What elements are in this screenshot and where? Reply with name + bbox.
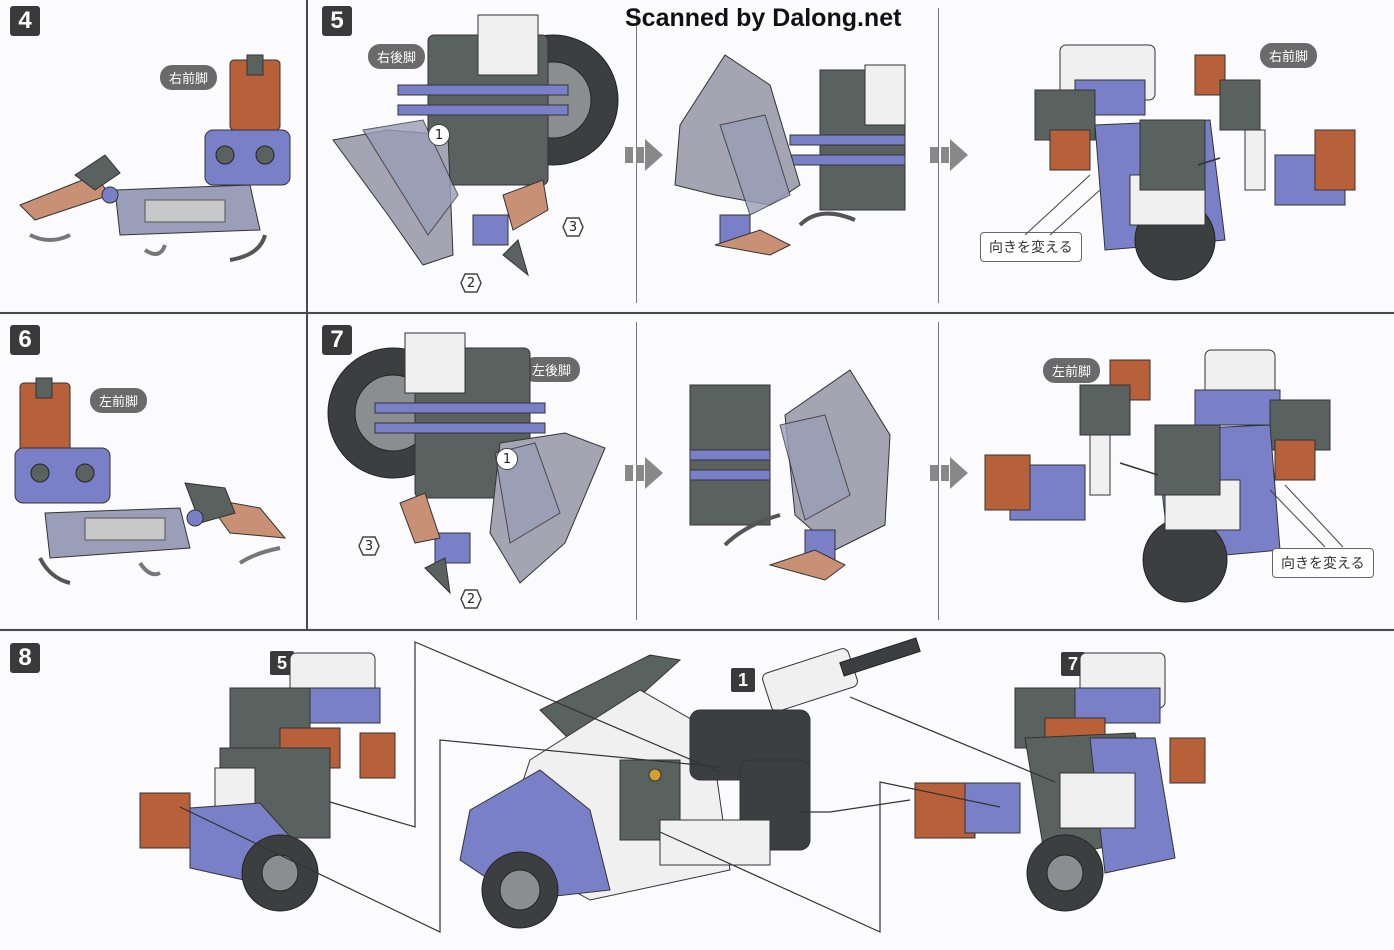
step-number-5: 5 [322, 6, 352, 36]
right-rear-leg-attached [674, 54, 906, 256]
divider-col-6-7 [306, 314, 308, 629]
left-rear-leg-attached [689, 369, 891, 581]
arrow-right-5b-icon [930, 139, 968, 171]
right-legs-unit-step8 [139, 652, 396, 912]
right-side-legs-assembled [1034, 44, 1356, 281]
bike-chassis-step8 [459, 637, 921, 929]
marker-step5-2-text: 2 [466, 275, 476, 291]
marker-step7-2: 2 [460, 589, 482, 609]
arrow-right-5a-icon [625, 139, 663, 171]
marker-step7-3: 3 [358, 536, 380, 556]
step-number-7: 7 [322, 325, 352, 355]
scan-watermark: Scanned by Dalong.net [625, 4, 902, 32]
label-left-front-leg: 左前脚 [90, 388, 148, 413]
subdivider-5b [938, 8, 939, 303]
left-rear-leg-assembly [327, 332, 606, 595]
step-number-6: 6 [10, 325, 40, 355]
label-right-rear-leg: 右後脚 [368, 44, 426, 69]
ref-step-1: 1 [731, 668, 755, 692]
subdivider-7b [938, 322, 939, 620]
divider-col-4-5 [306, 0, 308, 312]
label-change-direction-right: 向きを変える [980, 232, 1082, 262]
right-rear-leg-assembly [332, 14, 619, 277]
divider-row2 [0, 629, 1394, 631]
marker-step5-2: 2 [460, 273, 482, 293]
left-front-leg-illustration [14, 377, 287, 585]
step-number-8: 8 [10, 643, 40, 673]
marker-step7-3-text: 3 [364, 538, 374, 554]
right-front-leg-illustration [19, 54, 291, 262]
arrow-right-7a-icon [625, 457, 663, 489]
label-right-front-leg-5: 右前脚 [1260, 43, 1318, 68]
left-side-legs-assembled [984, 349, 1331, 603]
marker-step5-3: 3 [562, 217, 584, 237]
left-legs-unit-step8 [914, 652, 1206, 912]
divider-row1 [0, 312, 1394, 314]
label-left-front-leg-7: 左前脚 [1043, 358, 1101, 383]
marker-step7-2-text: 2 [466, 591, 476, 607]
label-left-rear-leg: 左後脚 [523, 357, 581, 382]
label-right-front-leg: 右前脚 [160, 65, 218, 90]
arrow-right-7b-icon [930, 457, 968, 489]
label-change-direction-left: 向きを変える [1272, 548, 1374, 578]
step-number-4: 4 [10, 6, 40, 36]
marker-step5-3-text: 3 [568, 219, 578, 235]
leader-line-right [1024, 174, 1101, 236]
leader-line-left [1269, 484, 1344, 548]
marker-step5-1: 1 [428, 124, 450, 146]
step8-connection-lines [179, 641, 1056, 933]
marker-step7-1: 1 [496, 448, 518, 470]
